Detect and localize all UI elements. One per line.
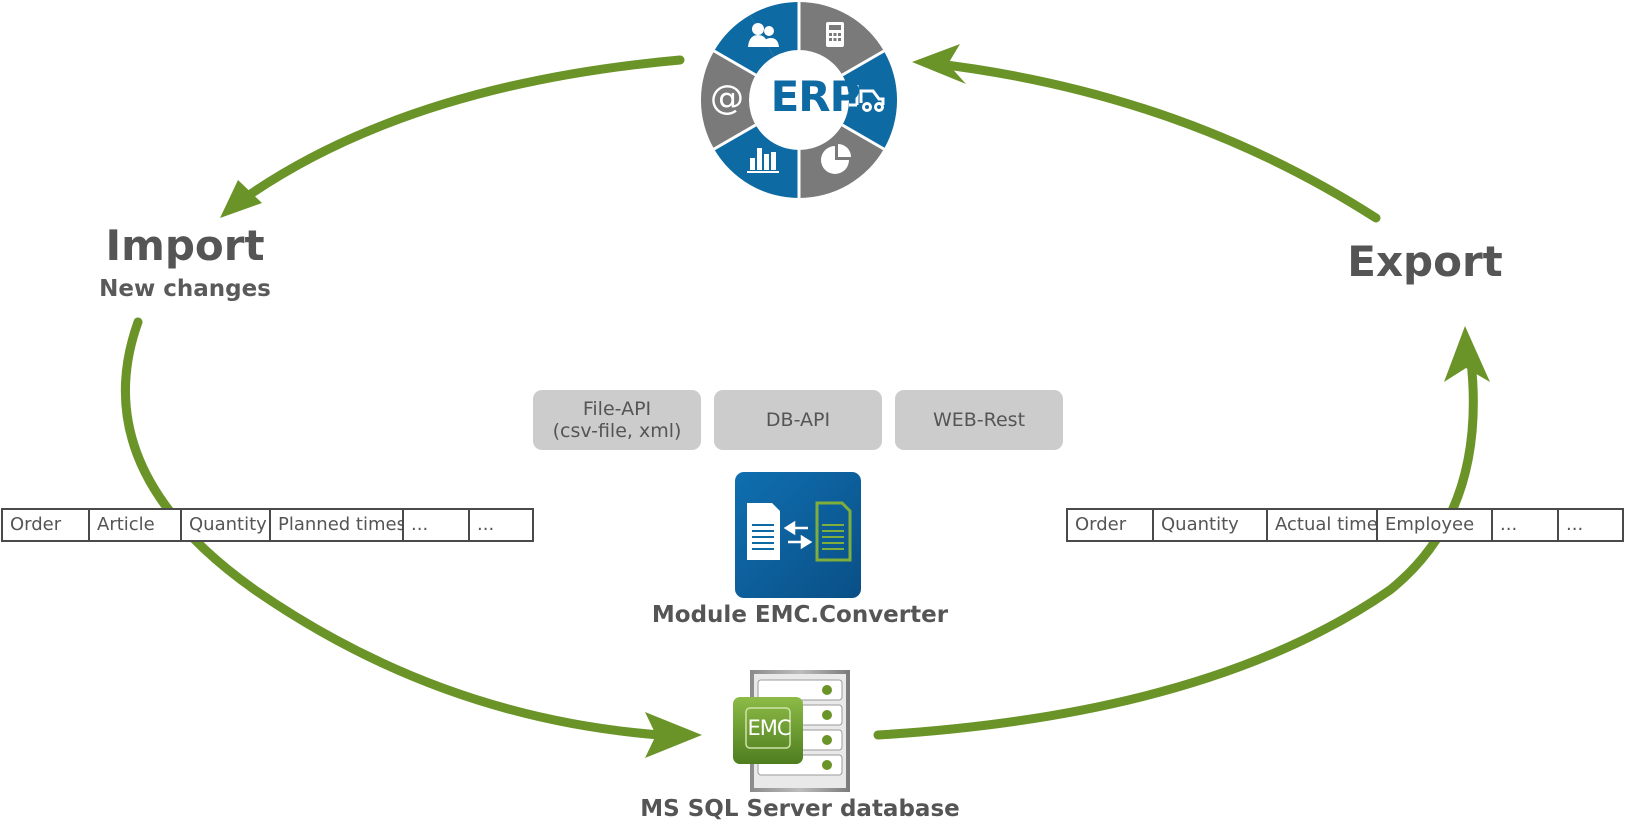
arrow-head-export: [1444, 326, 1490, 382]
export-field-cell: ...: [1566, 514, 1584, 535]
export-field-cell: Order: [1068, 510, 1154, 540]
database-server-icon: [733, 670, 850, 792]
file-api-box: File-API (csv-file, xml): [533, 390, 701, 450]
erp-segment-forklift: [842, 51, 898, 149]
arrow-head-erp: [912, 44, 966, 84]
converter-caption: Module EMC.Converter: [651, 602, 949, 628]
import-fields-table: Order Article Quantity Planned times ...…: [1, 508, 534, 542]
erp-segment-users: [750, 1, 799, 57]
arrow-import-to-database: [121, 317, 665, 740]
export-field-cell: Quantity: [1154, 510, 1268, 540]
arrow-export-to-erp: [925, 58, 1381, 223]
database-caption: MS SQL Server database: [640, 796, 960, 822]
emc-badge-label: EMC: [747, 716, 791, 740]
import-field-cell: Quantity: [182, 510, 271, 540]
document-right-icon: [815, 501, 852, 562]
pie-chart-icon: [821, 144, 851, 174]
export-field-cell: ...: [1493, 510, 1559, 540]
import-field-cell: Planned times: [271, 510, 404, 540]
export-field-cell: Employee: [1378, 510, 1493, 540]
erp-segment-at: [700, 51, 756, 149]
converter-module-icon: [735, 472, 861, 598]
import-field-cell: Order: [3, 510, 90, 540]
export-field-cell: Actual time: [1268, 510, 1378, 540]
export-title: Export: [1347, 237, 1503, 286]
erp-wheel: @: [700, 1, 898, 198]
forklift-icon: [849, 85, 885, 112]
db-api-box: DB-API: [714, 390, 882, 450]
web-rest-box: WEB-Rest: [895, 390, 1063, 450]
exchange-arrows-icon: [783, 520, 813, 550]
import-field-cell: ...: [477, 514, 495, 535]
arrow-heads: [220, 44, 1490, 758]
flow-arrows: [121, 55, 1478, 740]
arrow-head-database: [645, 712, 702, 758]
calculator-icon: [826, 22, 844, 47]
users-icon: [748, 23, 779, 47]
arrow-erp-to-import: [230, 55, 685, 210]
bar-chart-icon: [747, 148, 779, 173]
svg-text:@: @: [710, 78, 744, 118]
arrow-database-to-export: [873, 347, 1478, 740]
export-fields-table: Order Quantity Actual time Employee ... …: [1066, 508, 1624, 542]
erp-segment-barchart: [714, 125, 799, 198]
import-title: Import: [105, 221, 265, 270]
erp-center: [750, 51, 848, 149]
at-sign-icon: @: [710, 78, 744, 118]
erp-segment-top-left: [714, 15, 774, 75]
import-field-cell: ...: [404, 510, 470, 540]
import-field-cell: Article: [90, 510, 182, 540]
import-subtitle: New changes: [99, 276, 271, 302]
arrow-head-import: [220, 180, 262, 218]
erp-label: ERP: [770, 72, 861, 121]
